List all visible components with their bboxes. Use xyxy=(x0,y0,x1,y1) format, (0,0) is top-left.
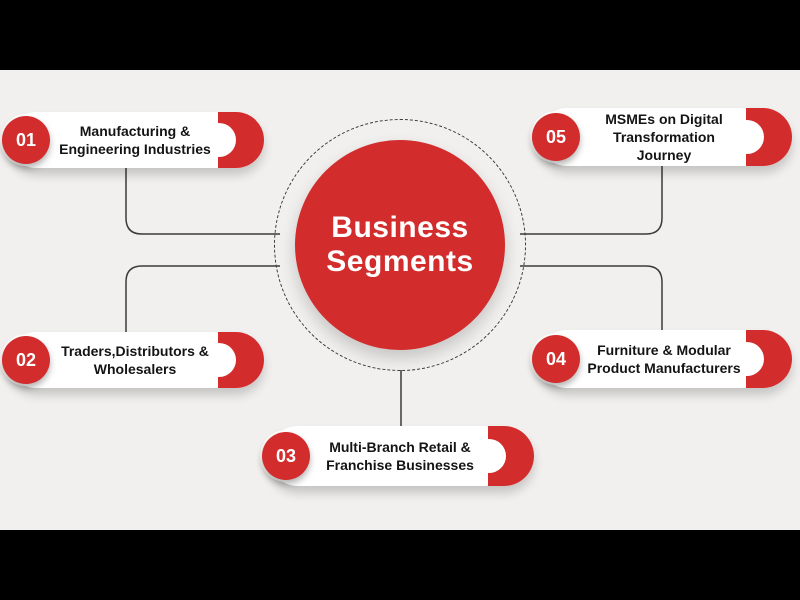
segment-pill-04-red-cap xyxy=(746,330,792,388)
segment-03-label-line2: Franchise Businesses xyxy=(326,457,474,473)
segment-02-label-line1: Traders,Distributors & xyxy=(61,342,209,359)
center-title-line2: Segments xyxy=(326,245,474,278)
segment-02-label-line2: Wholesalers xyxy=(93,361,177,377)
segment-pill-05: 05 MSMEs on Digital Transformation Journ… xyxy=(532,108,792,166)
letterbox-bottom xyxy=(0,530,800,600)
segment-pill-01-red-cap xyxy=(218,112,264,168)
segment-01-label-line2: Engineering Industries xyxy=(59,141,211,157)
segment-pill-03: 03 Multi-Branch Retail & Franchise Busin… xyxy=(262,426,534,486)
segment-pill-03-red-cap xyxy=(488,426,534,486)
segment-pill-01-body xyxy=(8,112,264,168)
segment-04-label: Furniture & Modular Product Manufacturer… xyxy=(541,341,788,377)
segment-05-label-line1: MSMEs on Digital xyxy=(605,110,723,127)
segment-pill-05-red-cap xyxy=(746,108,792,166)
segment-pill-03-body xyxy=(268,426,534,486)
center-circle: Business Segments xyxy=(295,140,505,350)
segment-03-number-badge: 03 xyxy=(262,432,310,480)
center-title-line1: Business xyxy=(331,211,469,245)
segment-pill-02-red-cap xyxy=(218,332,264,388)
segment-pill-04-body xyxy=(538,330,792,388)
segment-01-label: Manufacturing & Engineering Industries xyxy=(13,122,259,158)
segment-pill-02: 02 Traders,Distributors & Wholesalers xyxy=(2,332,264,388)
segment-pill-01: 01 Manufacturing & Engineering Industrie… xyxy=(2,112,264,168)
center-dashed-ring: Business Segments xyxy=(274,119,526,371)
segment-03-label-line1: Multi-Branch Retail & xyxy=(329,438,471,455)
segment-04-number-badge: 04 xyxy=(532,335,580,383)
segment-pill-04: 04 Furniture & Modular Product Manufactu… xyxy=(532,330,792,388)
segment-01-number-badge: 01 xyxy=(2,116,50,164)
segment-02-number-badge: 02 xyxy=(2,336,50,384)
segment-02-label: Traders,Distributors & Wholesalers xyxy=(15,342,257,378)
segment-04-label-line2: Product Manufacturers xyxy=(587,360,741,376)
segment-pill-05-body xyxy=(538,108,792,166)
segment-05-label-line2: Transformation Journey xyxy=(613,128,715,164)
segment-04-label-line1: Furniture & Modular xyxy=(597,341,731,358)
segment-pill-02-body xyxy=(8,332,264,388)
segment-03-label: Multi-Branch Retail & Franchise Business… xyxy=(280,438,522,474)
segment-01-label-line1: Manufacturing & xyxy=(79,122,191,139)
letterbox-top xyxy=(0,0,800,70)
segment-05-label: MSMEs on Digital Transformation Journey xyxy=(538,110,792,165)
segment-05-number-badge: 05 xyxy=(532,113,580,161)
